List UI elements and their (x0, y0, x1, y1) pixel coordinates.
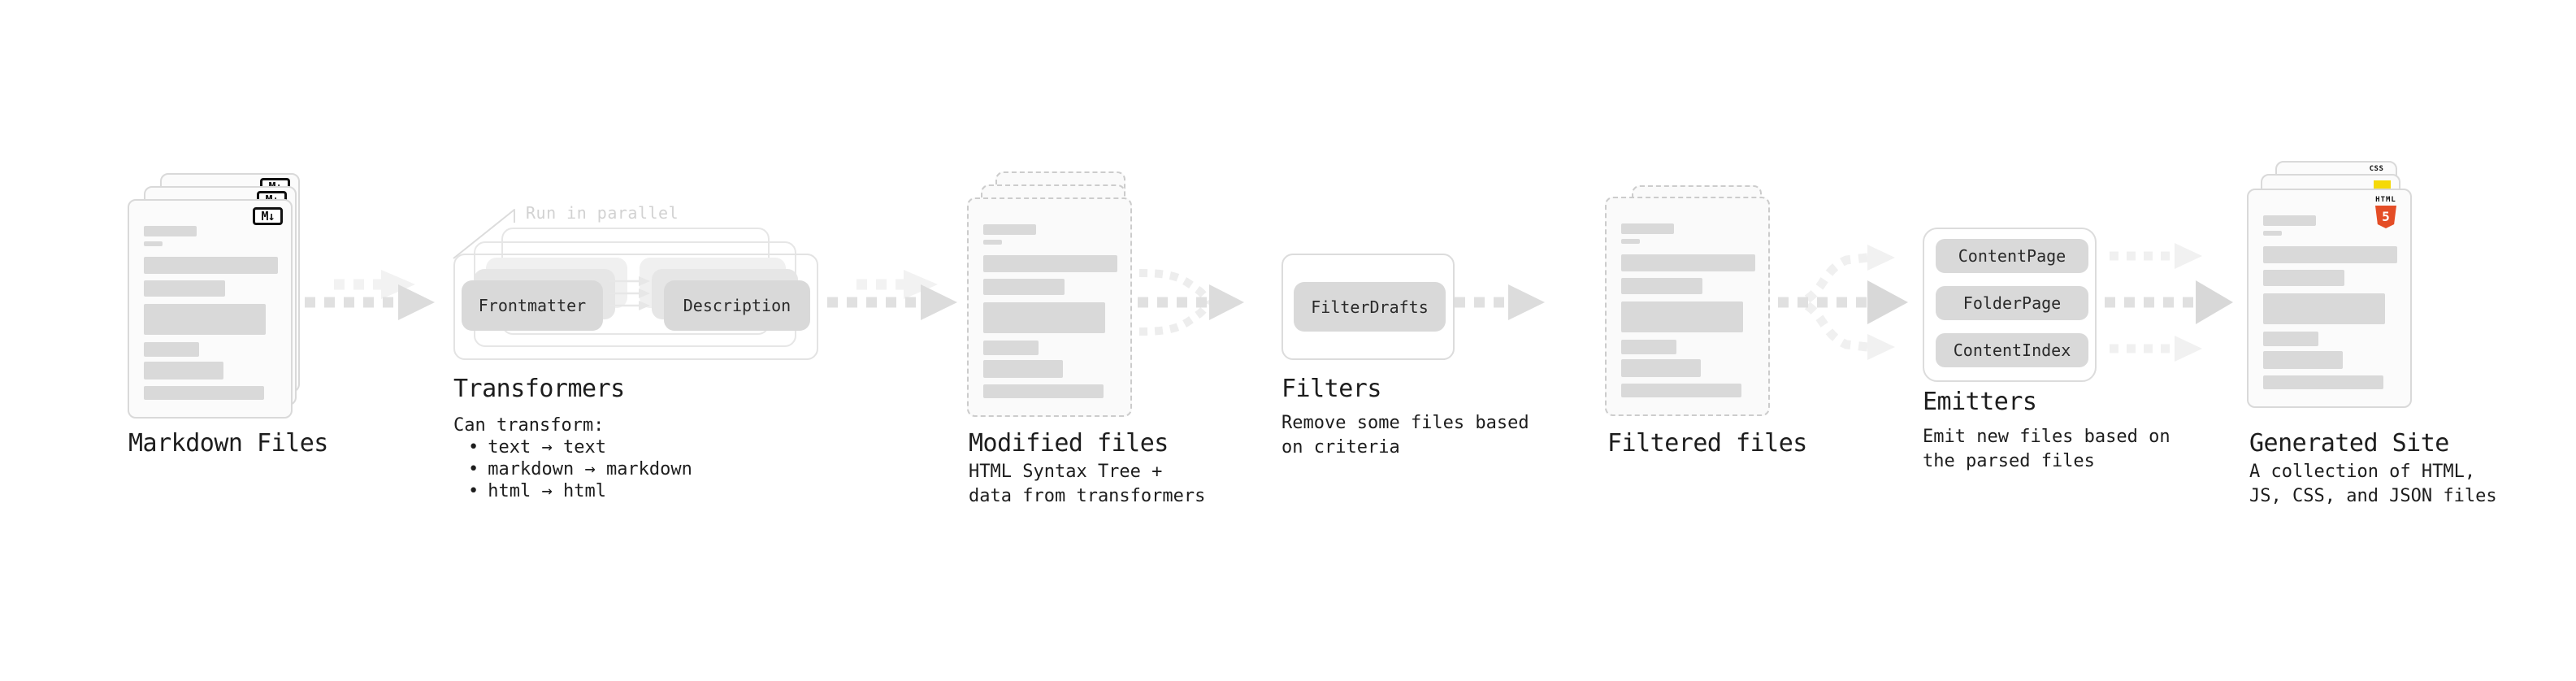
placeholder-bar (983, 340, 1039, 355)
placeholder-bar (144, 342, 199, 357)
placeholder-bar (983, 384, 1104, 398)
placeholder-bar (983, 255, 1117, 272)
bullet-glyph: • (468, 459, 479, 479)
emitters-box: ContentPage FolderPage ContentIndex (1923, 228, 2097, 382)
placeholder-bar (983, 224, 1036, 235)
transformers-title: Transformers (453, 375, 625, 403)
generated-site-title: Generated Site (2249, 429, 2449, 458)
placeholder-bar (2263, 215, 2316, 226)
placeholder-bar (2263, 332, 2318, 346)
placeholder-bar (1621, 340, 1676, 354)
placeholder-bar (144, 226, 197, 236)
emitters-title: Emitters (1923, 388, 2037, 416)
transformer-node-frontmatter: Frontmatter (462, 280, 603, 331)
placeholder-bar (2263, 351, 2343, 369)
filters-caption: Remove some files based on criteria (1281, 413, 1529, 458)
placeholder-bar (2263, 270, 2344, 286)
annotation-leader-line (453, 209, 515, 259)
generated-site-stack: CSS HTML 5 (2247, 161, 2450, 413)
filtered-files-stack (1605, 185, 1808, 429)
document-content-placeholder (1607, 198, 1768, 414)
transformers-caption-heading: Can transform: (453, 415, 605, 436)
placeholder-bar (1621, 278, 1702, 294)
placeholder-bar (1621, 223, 1674, 234)
modified-file-card (967, 197, 1132, 417)
placeholder-bar (1621, 239, 1640, 244)
placeholder-bar (144, 241, 163, 246)
placeholder-bar (144, 257, 278, 274)
html5-icon-shield: 5 (2375, 206, 2396, 228)
placeholder-bar (983, 279, 1065, 295)
document-content-placeholder (129, 201, 291, 417)
filters-box: FilterDrafts (1281, 254, 1455, 360)
placeholder-bar (1621, 301, 1743, 332)
placeholder-bar (144, 362, 223, 380)
transform-bullet: • html → html (468, 481, 606, 502)
arrow-filters-to-filtered (1455, 284, 1545, 320)
placeholder-bar (2263, 293, 2385, 324)
filter-node-filterdrafts: FilterDrafts (1294, 282, 1446, 332)
arrow-markdown-to-transformers (305, 270, 435, 320)
emitter-node-contentindex: ContentIndex (1936, 333, 2088, 367)
emitters-caption: Emit new files based on the parsed files (1923, 427, 2171, 471)
emitter-node-contentpage: ContentPage (1936, 239, 2088, 273)
filtered-file-card (1605, 197, 1770, 416)
placeholder-bar (144, 386, 264, 400)
placeholder-bar (1621, 359, 1701, 377)
parallel-flow-arrows (609, 276, 650, 310)
transformer-node-description: Description (664, 280, 810, 331)
generated-site-caption: A collection of HTML, JS, CSS, and JSON … (2249, 462, 2497, 506)
modified-files-stack (967, 171, 1170, 423)
run-in-parallel-label: Run in parallel (526, 203, 679, 223)
css-badge-label: CSS (2369, 165, 2384, 173)
placeholder-bar (1621, 384, 1741, 397)
bullet-text: html → html (488, 481, 606, 501)
js-badge (2374, 180, 2391, 190)
generated-file-card: HTML 5 (2247, 189, 2412, 408)
markdown-icon: M↓ (253, 207, 283, 225)
placeholder-bar (983, 240, 1002, 245)
bullet-text: markdown → markdown (488, 459, 692, 479)
modified-files-title: Modified files (969, 429, 1169, 458)
document-content-placeholder (969, 199, 1130, 415)
modified-files-caption: HTML Syntax Tree + data from transformer… (969, 462, 1206, 506)
placeholder-bar (2263, 375, 2383, 389)
filtered-files-title: Filtered files (1607, 429, 1807, 458)
markdown-file-card: M↓ (128, 199, 293, 419)
arrow-filtered-to-emitters (1778, 245, 1908, 360)
html5-icon-word: HTML (2375, 196, 2396, 204)
placeholder-bar (2263, 246, 2397, 263)
arrow-modified-to-filters (1138, 269, 1244, 336)
transformers-group (453, 254, 818, 360)
html5-icon: HTML 5 (2371, 197, 2400, 228)
bullet-glyph: • (468, 437, 479, 458)
transform-bullet: • text → text (468, 437, 606, 458)
filters-title: Filters (1281, 375, 1381, 403)
markdown-files-stack: M↓ M↓ M↓ (128, 173, 331, 425)
emitter-node-folderpage: FolderPage (1936, 286, 2088, 320)
placeholder-bar (2263, 231, 2282, 236)
transform-bullet: • markdown → markdown (468, 459, 692, 480)
placeholder-bar (1621, 254, 1755, 271)
markdown-files-title: Markdown Files (128, 429, 328, 458)
placeholder-bar (983, 302, 1105, 333)
arrow-transformers-to-modified (827, 270, 957, 320)
placeholder-bar (983, 360, 1063, 378)
arrow-emitters-to-generated (2105, 243, 2233, 362)
placeholder-bar (144, 280, 225, 297)
placeholder-bar (144, 304, 266, 335)
bullet-text: text → text (488, 437, 606, 458)
document-content-placeholder (2249, 190, 2410, 406)
bullet-glyph: • (468, 481, 479, 501)
